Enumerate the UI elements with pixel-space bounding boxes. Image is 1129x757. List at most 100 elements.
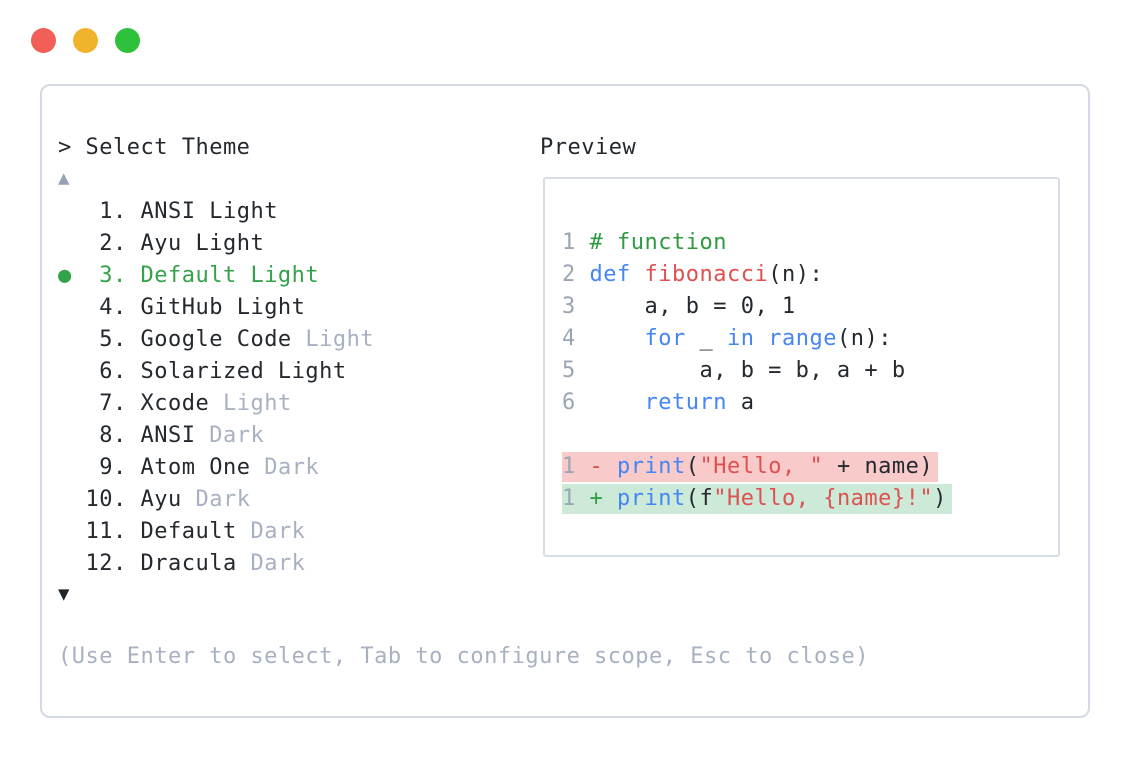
code-segment-plain [590, 326, 645, 351]
theme-list-item-11[interactable]: 11. Default Dark [58, 516, 374, 548]
code-segment-minus: - [589, 454, 617, 479]
code-segment-plain: a, b = 0, 1 [589, 294, 796, 319]
line-number: 1 [562, 454, 590, 479]
theme-variant-muted: Light [291, 327, 375, 352]
item-number: 2. [58, 231, 141, 256]
code-line [562, 419, 1058, 451]
theme-list-item-10[interactable]: 10. Ayu Dark [58, 484, 374, 516]
zoom-button[interactable] [115, 28, 140, 53]
theme-list-item-8[interactable]: 8. ANSI Dark [58, 420, 374, 452]
theme-list-item-7[interactable]: 7. Xcode Light [58, 388, 374, 420]
code-segment-plain [754, 326, 768, 351]
code-line: 5 a, b = b, a + b [562, 355, 1058, 387]
theme-variant-muted: Dark [236, 519, 306, 544]
line-number: 4 [562, 326, 590, 351]
item-number: 8. [58, 423, 141, 448]
code-line: 3 a, b = 0, 1 [562, 291, 1058, 323]
preview-label: Preview [540, 135, 637, 160]
theme-name: Default Light [140, 263, 320, 288]
theme-name: Xcode [140, 391, 210, 416]
theme-name: Google Code [140, 327, 292, 352]
code-segment-kw: in [726, 326, 755, 351]
line-number: 2 [562, 262, 590, 287]
code-segment-plain: ( [685, 454, 700, 479]
theme-list-item-1[interactable]: 1. ANSI Light [58, 196, 374, 228]
code-segment-plain: (f [685, 486, 714, 511]
code-segment-plain [631, 262, 645, 287]
theme-name: Atom One [140, 455, 251, 480]
line-number: 1 [562, 230, 590, 255]
theme-variant-muted: Dark [250, 455, 320, 480]
item-number: 9. [58, 455, 141, 480]
code-line: 4 for _ in range(n): [562, 323, 1058, 355]
diff-highlight-added: 1 + print(f"Hello, {name}!") [562, 484, 952, 514]
code-segment-plain: a, b = b, a + b [589, 358, 906, 383]
theme-variant-muted: Dark [195, 423, 265, 448]
item-number: 11. [58, 519, 141, 544]
code-segment-str: "Hello, " [699, 454, 824, 479]
code-segment-kw: for [644, 326, 686, 351]
item-number: 4. [58, 295, 141, 320]
code-segment-kw: range [768, 326, 837, 351]
code-segment-str: "Hello, {name}!" [713, 486, 934, 511]
line-number: 1 [562, 486, 590, 511]
theme-name: Solarized Light [140, 359, 347, 384]
theme-list-item-6[interactable]: 6. Solarized Light [58, 356, 374, 388]
code-segment-comment: # function [589, 230, 727, 255]
code-segment-plain: + name) [823, 454, 934, 479]
theme-list-item-3[interactable]: ● 3. Default Light [58, 260, 374, 292]
code-line: 6 return a [562, 387, 1058, 419]
diff-line-removed: 1 - print("Hello, " + name) [562, 451, 1058, 483]
theme-name: Ayu Light [140, 231, 265, 256]
help-text: (Use Enter to select, Tab to configure s… [58, 644, 869, 669]
code-segment-plain: (n): [768, 262, 824, 287]
theme-name: Dracula [140, 551, 237, 576]
theme-name: ANSI [140, 423, 196, 448]
code-segment-plus: + [589, 486, 617, 511]
item-number: 10. [58, 487, 141, 512]
theme-name: Ayu [140, 487, 182, 512]
code-segment-fn: fibonacci [644, 262, 769, 287]
theme-name: Default [140, 519, 237, 544]
theme-list-item-2[interactable]: 2. Ayu Light [58, 228, 374, 260]
code-segment-kw: print [617, 486, 686, 511]
theme-variant-muted: Light [209, 391, 292, 416]
item-number: 6. [58, 359, 141, 384]
code-segment-kw: print [617, 454, 686, 479]
scroll-up-indicator[interactable]: ▲ [58, 167, 70, 189]
minimize-button[interactable] [73, 28, 98, 53]
item-number: 12. [58, 551, 141, 576]
theme-list-item-4[interactable]: 4. GitHub Light [58, 292, 374, 324]
line-number: 3 [562, 294, 590, 319]
diff-highlight-removed: 1 - print("Hello, " + name) [562, 452, 939, 482]
item-number: 1. [58, 199, 141, 224]
diff-line-added: 1 + print(f"Hello, {name}!") [562, 483, 1058, 515]
theme-name: GitHub Light [140, 295, 306, 320]
theme-list-item-9[interactable]: 9. Atom One Dark [58, 452, 374, 484]
theme-list-item-12[interactable]: 12. Dracula Dark [58, 548, 374, 580]
code-segment-plain: a [726, 390, 755, 415]
item-number: 5. [58, 327, 141, 352]
traffic-lights [31, 28, 140, 53]
close-button[interactable] [31, 28, 56, 53]
code-segment-plain: _ [685, 326, 727, 351]
theme-variant-muted: Dark [181, 487, 251, 512]
theme-list: 1. ANSI Light 2. Ayu Light● 3. Default L… [58, 196, 374, 580]
line-number: 6 [562, 390, 590, 415]
prompt-text: > Select Theme [58, 135, 251, 160]
code-line: 1 # function [562, 227, 1058, 259]
theme-variant-muted: Dark [236, 551, 306, 576]
line-number: 5 [562, 358, 590, 383]
code-segment-plain: (n): [836, 326, 892, 351]
code-line: 2 def fibonacci(n): [562, 259, 1058, 291]
code-segment-plain: ) [933, 486, 947, 511]
theme-list-item-5[interactable]: 5. Google Code Light [58, 324, 374, 356]
selected-item-marker: ● 3. [58, 263, 141, 288]
theme-name: ANSI Light [140, 199, 278, 224]
code-segment-kw: return [644, 390, 727, 415]
scroll-down-indicator[interactable]: ▼ [58, 583, 70, 605]
code-segment-plain [590, 390, 645, 415]
